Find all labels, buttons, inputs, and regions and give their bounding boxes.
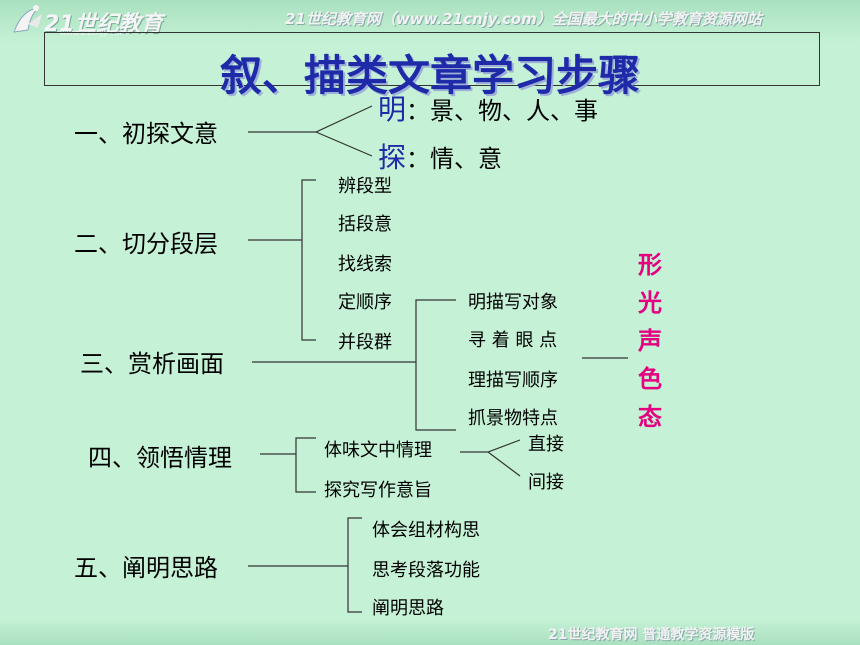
step1-item-1: 明：景、物、人、事 (378, 88, 598, 128)
step3-label: 三、赏析画面 (80, 350, 224, 378)
step1-item-2: 探：情、意 (378, 136, 502, 176)
step3-item-2: 寻 着 眼 点 (468, 330, 558, 351)
page-title: 叙、描类文章学习步骤 (219, 51, 640, 100)
step2-item-1: 辨段型 (338, 176, 392, 197)
step2-item-3: 找线索 (338, 254, 392, 275)
step1-key-1: 明 (378, 93, 407, 126)
step5-item-1: 体会组材构思 (372, 520, 480, 541)
step3-item-3: 理描写顺序 (468, 370, 558, 391)
step2-item-4: 定顺序 (338, 292, 392, 313)
title-frame (44, 32, 820, 86)
step2-item-2: 括段意 (338, 214, 392, 235)
step1-text-1: ：景、物、人、事 (406, 97, 599, 125)
step1-label: 一、初探文意 (74, 120, 218, 148)
step5-item-2: 思考段落功能 (372, 560, 480, 581)
step4-sub-1: 直接 (528, 434, 564, 455)
step5-label: 五、阐明思路 (74, 554, 218, 582)
step3-tags: 形光声色态 (638, 251, 662, 431)
step1-text-2: ：情、意 (406, 145, 503, 173)
step4-sub-2: 间接 (528, 472, 564, 493)
footer-text: 21世纪教育网 普通教学资源模版 (548, 627, 755, 643)
step4-item-2: 探究写作意旨 (324, 480, 432, 501)
header-band (0, 0, 860, 44)
step4-item-1: 体味文中情理 (324, 440, 432, 461)
step2-label: 二、切分段层 (74, 230, 218, 258)
step2-item-5: 并段群 (338, 332, 392, 353)
step3-item-1: 明描写对象 (468, 292, 558, 313)
step5-item-3: 阐明思路 (372, 598, 444, 619)
site-slogan: 21世纪教育网（www.21cnjy.com）全国最大的中小学教育资源网站 (285, 10, 762, 28)
step4-label: 四、领悟情理 (88, 444, 232, 472)
footer-band (0, 618, 860, 645)
step3-item-4: 抓景物特点 (468, 408, 558, 429)
step1-key-2: 探 (378, 141, 407, 174)
logo-runner-icon (13, 5, 42, 33)
